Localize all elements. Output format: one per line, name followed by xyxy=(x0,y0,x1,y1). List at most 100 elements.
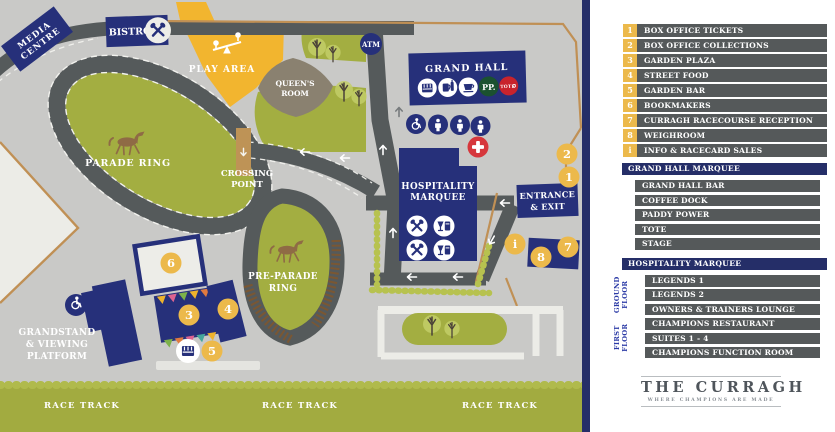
first-floor-label-line2: FLOOR xyxy=(621,323,629,352)
grandstand-label-1: GRANDSTAND xyxy=(19,328,96,338)
accessible-viewing-icon xyxy=(65,294,87,316)
legend-subitem: OWNERS & TRAINERS LOUNGE xyxy=(645,303,820,316)
legend-subitem: PADDY POWER xyxy=(635,209,820,221)
tote-icon xyxy=(499,76,519,96)
legend-number-badge: 8 xyxy=(623,129,637,142)
legend-number-badge: 7 xyxy=(623,114,637,127)
marker-7-label: 7 xyxy=(564,240,572,254)
marker-3-label: 3 xyxy=(185,308,193,322)
legend-number-badge: 5 xyxy=(623,84,637,97)
marker-3: 3 xyxy=(178,304,200,326)
marker-5: 5 xyxy=(201,340,223,362)
entrance-label-2: & EXIT xyxy=(530,201,565,212)
accessible-toilet-icon xyxy=(406,114,426,134)
race-track-label-1: RACE TRACK xyxy=(44,401,120,411)
pre-parade-ring xyxy=(242,188,345,346)
legend-subitem: CHAMPIONS FUNCTION ROOM xyxy=(645,346,820,359)
race-track-grass xyxy=(0,381,590,432)
legend-item-label: INFO & RACECARD SALES xyxy=(637,144,827,157)
race-track-label-2: RACE TRACK xyxy=(262,401,338,411)
play-area-label: PLAY AREA xyxy=(189,65,256,75)
marker-2-label: 2 xyxy=(563,147,571,161)
marker-1: 1 xyxy=(558,166,580,188)
panel-divider xyxy=(582,0,590,432)
legend-number-badge: i xyxy=(623,144,637,157)
legend-number-badge: 4 xyxy=(623,69,637,82)
beer-glyph xyxy=(442,79,454,92)
hospitality-marquee: HOSPITALITY MARQUEE xyxy=(399,148,477,261)
marker-7: 7 xyxy=(557,236,579,258)
hedges xyxy=(368,209,493,297)
legend-item-label: GARDEN PLAZA xyxy=(637,54,827,67)
grand-hall-marquee-list: GRAND HALL BAR COFFEE DOCK PADDY POWER T… xyxy=(635,180,820,253)
curragh-logo: THE CURRAGH WHERE CHAMPIONS ARE MADE xyxy=(641,376,806,407)
marker-6: 6 xyxy=(160,252,182,274)
bistro-sign: BISTRO xyxy=(105,14,171,48)
bar-drinks-icon xyxy=(433,239,455,261)
queens-room-label-2: ROOM xyxy=(281,89,309,98)
tote-swirl-icon xyxy=(512,84,516,88)
hospitality-marquee-header: HOSPITALITY MARQUEE xyxy=(622,258,827,270)
legend-subitem: TOTE xyxy=(635,223,820,235)
legend-subitem: SUITES 1 - 4 xyxy=(645,332,820,345)
queens-room-label-1: QUEEN'S xyxy=(275,79,314,88)
logo-title: THE CURRAGH xyxy=(641,379,806,396)
atm-sign: ATM xyxy=(360,33,382,55)
legend-number-badge: 3 xyxy=(623,54,637,67)
marker-5-label: 5 xyxy=(208,344,216,358)
pre-parade-label-2: RING xyxy=(269,284,298,294)
legend-subitem: GRAND HALL BAR xyxy=(635,180,820,192)
legend-subitem: LEGENDS 2 xyxy=(645,289,820,301)
hospitality-label-1: HOSPITALITY xyxy=(401,182,475,192)
entrance-label-1: ENTRANCE xyxy=(519,189,575,201)
road-dashed-edges xyxy=(0,37,373,199)
marker-2: 2 xyxy=(556,143,578,165)
play-area-label-group: PLAY AREA xyxy=(189,32,256,75)
legend-item-label: BOX OFFICE TICKETS xyxy=(637,24,827,37)
pre-parade-label-1: PRE-PARADE xyxy=(248,272,318,282)
ground-floor-label: GROUND FLOOR xyxy=(613,273,630,317)
crossing-point-label-1: CROSSING xyxy=(221,169,273,179)
logo-tagline: WHERE CHAMPIONS ARE MADE xyxy=(647,397,775,403)
crossing-point: CROSSING POINT xyxy=(221,128,273,190)
legend-number-badge: 2 xyxy=(623,39,637,52)
legend-item-label: CURRAGH RACECOURSE RECEPTION xyxy=(637,114,827,127)
legend-item-label: BOX OFFICE COLLECTIONS xyxy=(637,39,827,52)
first-floor-label: FIRST FLOOR xyxy=(613,316,630,360)
race-track-wedge xyxy=(0,141,80,304)
paddy-power-label: PP. xyxy=(482,82,496,92)
marker-6-label: 6 xyxy=(167,256,175,270)
grandstand-label-3: PLATFORM xyxy=(27,352,87,362)
grand-hall-marquee-header: GRAND HALL MARQUEE xyxy=(622,163,827,175)
grand-hall: GRAND HALL PP. TOTE xyxy=(408,50,527,106)
racecourse-map: CROSSING POINT xyxy=(0,0,590,432)
crossing-point-label-2: POINT xyxy=(231,180,264,190)
marker-info-label: i xyxy=(513,237,518,251)
parade-ring-label: PARADE RING xyxy=(85,158,171,169)
legend-item-label: BOOKMAKERS xyxy=(637,99,827,112)
legend-item-label: STREET FOOD xyxy=(637,69,827,82)
marker-info: i xyxy=(504,233,526,255)
legend-subitem: COFFEE DOCK xyxy=(635,194,820,206)
ground-floor-label-line2: FLOOR xyxy=(621,280,629,309)
marker-8-label: 8 xyxy=(537,250,545,264)
grandstand: GRANDSTAND & VIEWING PLATFORM xyxy=(19,279,143,367)
grandstand-label-2: & VIEWING xyxy=(26,340,88,350)
paddy-power-icon xyxy=(478,76,499,97)
seesaw-icon xyxy=(212,32,242,54)
marker-4-label: 4 xyxy=(224,302,232,316)
toilets-icons xyxy=(406,114,491,136)
race-track-label-3: RACE TRACK xyxy=(462,401,538,411)
legend-number-badge: 6 xyxy=(623,99,637,112)
hospitality-marquee-list: LEGENDS 1 LEGENDS 2 OWNERS & TRAINERS LO… xyxy=(645,275,820,361)
media-centre-sign: MEDIA CENTRE xyxy=(1,6,73,72)
